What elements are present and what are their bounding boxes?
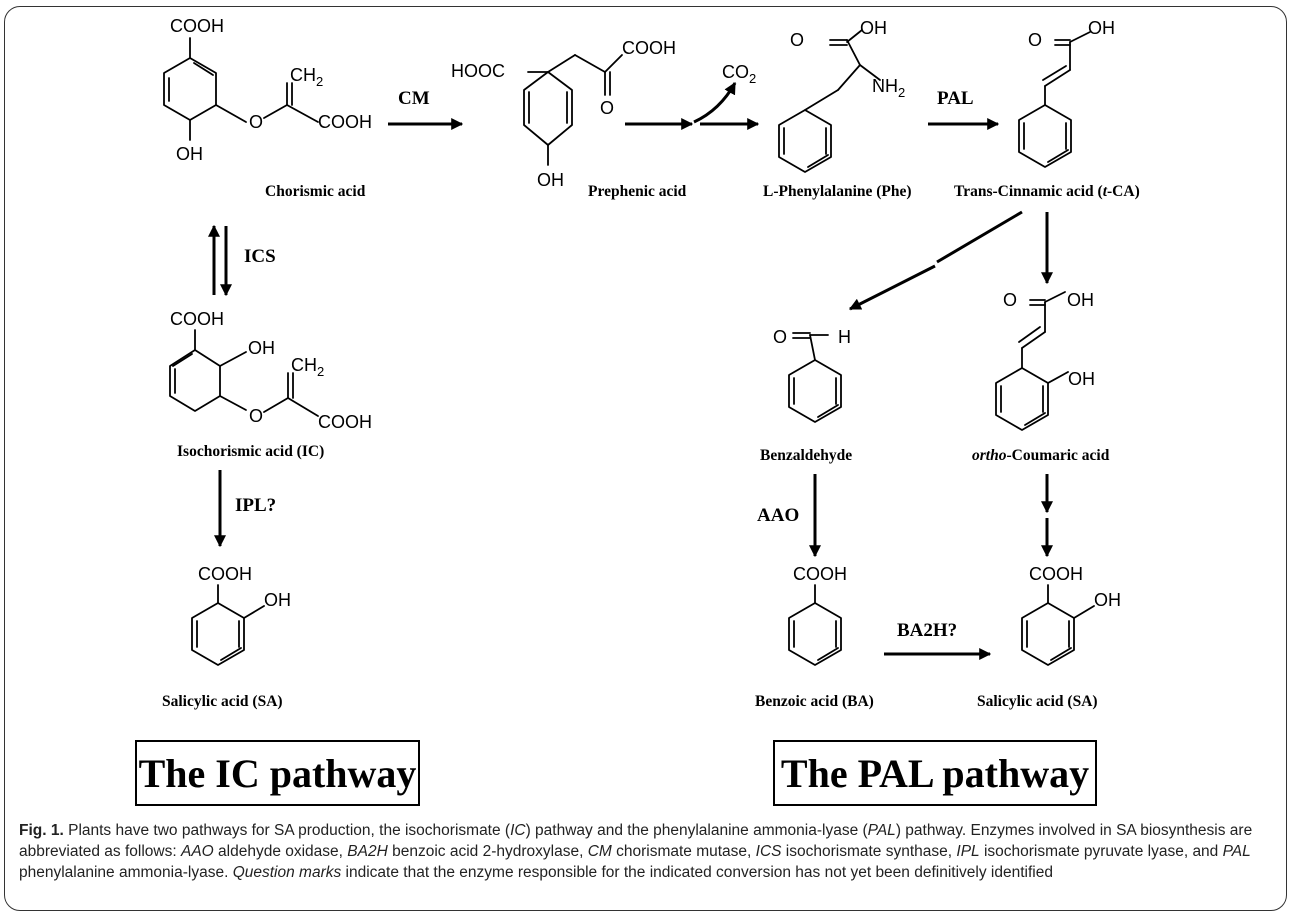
co2-label: CO2 (722, 62, 756, 86)
benzoic-acid-label: Benzoic acid (BA) (755, 693, 874, 710)
coumaric-oh: OH (1067, 290, 1094, 310)
prephenic-acid-label: Prephenic acid (588, 183, 687, 200)
chorismic-cooh: COOH (170, 16, 224, 36)
pal-enzyme-label: PAL (937, 88, 974, 109)
chorismic-ch2: CH2 (290, 65, 323, 89)
caption-text: aldehyde oxidase, (213, 843, 348, 860)
caption-text: isochorismate pyruvate lyase, and (979, 843, 1223, 860)
caption-abbr: CM (587, 843, 612, 860)
caption-text: isochorismate synthase, (781, 843, 957, 860)
benzoic-acid-structure (788, 584, 842, 666)
caption-abbr: BA2H (347, 843, 388, 860)
cinnamic-acid-structure (1018, 31, 1091, 168)
ic-cooh-2: COOH (318, 412, 372, 432)
coumaric-acid-label: ortho-Coumaric acid (972, 447, 1110, 464)
benzaldehyde-h: H (838, 327, 851, 347)
benzaldehyde-arrow (848, 264, 936, 311)
ba-cooh: COOH (793, 564, 847, 584)
cm-enzyme-label: CM (398, 88, 430, 109)
caption-text: benzoic acid 2-hydroxylase, (387, 843, 588, 860)
caption-abbr: Question marks (232, 864, 342, 881)
phe-nh2: NH2 (872, 76, 905, 100)
caption-text: ) pathway and the phenylalanine ammonia-… (525, 822, 868, 839)
co2-release-arrow (693, 81, 737, 124)
ic-o: O (249, 406, 263, 426)
figure-frame (4, 6, 1287, 911)
chorismic-acid-label: Chorismic acid (265, 183, 366, 200)
sa-left-structure (191, 584, 265, 666)
caption-abbr: IPL (956, 843, 980, 860)
caption-text: phenylalanine ammonia-lyase. (19, 864, 233, 881)
sa-right-oh: OH (1094, 590, 1121, 610)
ic-cooh: COOH (170, 309, 224, 329)
phenylalanine-structure (778, 29, 881, 173)
branch-arrow-tail (936, 210, 1023, 264)
caption-abbr: ICS (755, 843, 782, 860)
sa-left-cooh: COOH (198, 564, 252, 584)
chorismic-cooh-2: COOH (318, 112, 372, 132)
chorismic-o: O (249, 112, 263, 132)
caption-abbr: IC (510, 822, 526, 839)
ipl-enzyme-label: IPL? (235, 495, 276, 516)
chorismic-acid-structure (163, 37, 319, 141)
tca-o: O (1028, 30, 1042, 50)
phe-o: O (790, 30, 804, 50)
tca-oh: OH (1088, 18, 1115, 38)
sa-right-cooh: COOH (1029, 564, 1083, 584)
coumaric-o: O (1003, 290, 1017, 310)
prephenic-cooh: COOH (622, 38, 676, 58)
caption-abbr: PAL (1222, 843, 1251, 860)
aao-enzyme-label: AAO (757, 505, 799, 526)
coumaric-acid-structure (995, 291, 1069, 431)
isochorismic-acid-label: Isochorismic acid (IC) (177, 443, 324, 460)
caption-text: chorismate mutase, (611, 843, 756, 860)
phenylalanine-label: L-Phenylalanine (Phe) (763, 183, 912, 200)
caption-figure-number: Fig. 1. (19, 822, 64, 839)
pal-pathway-box: The PAL pathway (773, 740, 1097, 806)
prephenic-oh: OH (537, 170, 564, 190)
prephenic-hooc: HOOC (451, 61, 505, 81)
cinnamic-acid-label: Trans-Cinnamic acid (t-CA) (954, 183, 1140, 200)
chorismic-oh: OH (176, 144, 203, 164)
sa-left-label: Salicylic acid (SA) (162, 693, 283, 710)
phe-oh: OH (860, 18, 887, 38)
figure-caption: Fig. 1. Plants have two pathways for SA … (19, 820, 1279, 883)
prephenic-acid-structure (523, 54, 623, 166)
benzaldehyde-o: O (773, 327, 787, 347)
benzaldehyde-structure (788, 332, 842, 423)
prephenic-o: O (600, 98, 614, 118)
caption-abbr: AAO (180, 843, 214, 860)
ic-ch2: CH2 (291, 355, 324, 379)
benzaldehyde-label: Benzaldehyde (760, 447, 852, 464)
sa-left-oh: OH (264, 590, 291, 610)
ics-enzyme-label: ICS (244, 246, 276, 267)
caption-text: Plants have two pathways for SA producti… (63, 822, 511, 839)
pal-pathway-title: The PAL pathway (780, 750, 1090, 796)
ic-pathway-title: The IC pathway (138, 750, 417, 796)
caption-text: indicate that the enzyme responsible for… (341, 864, 1053, 881)
isochorismic-acid-structure (169, 329, 319, 417)
ic-oh: OH (248, 338, 275, 358)
coumaric-oh-2: OH (1068, 369, 1095, 389)
caption-text: ) pathway. Enzymes involved in SA biosyn… (19, 822, 1253, 860)
ba2h-enzyme-label: BA2H? (897, 620, 957, 641)
caption-abbr: PAL (867, 822, 896, 839)
sa-right-label: Salicylic acid (SA) (977, 693, 1098, 710)
sa-right-structure (1021, 584, 1095, 666)
ic-pathway-box: The IC pathway (135, 740, 420, 806)
